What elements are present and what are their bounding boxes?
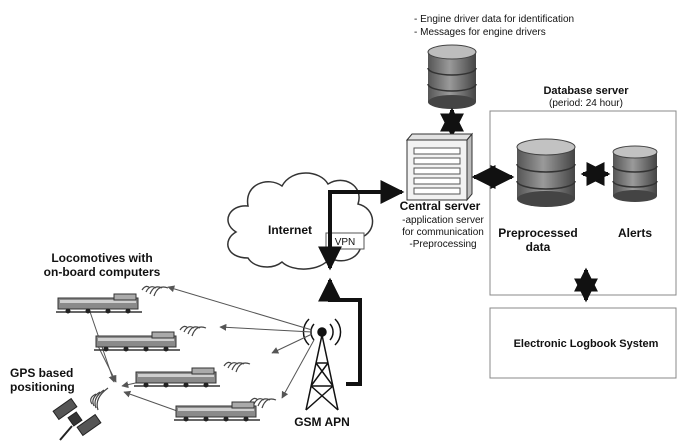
central-server-line2: for communication: [402, 227, 484, 238]
central-server-line1: -application server: [402, 215, 484, 226]
gps-label-1: GPS based: [10, 366, 73, 380]
database-server-box: [489, 110, 677, 296]
locomotives-label-1: Locomotives with: [51, 251, 152, 265]
driver-database-icon: [427, 44, 477, 109]
alerts-database-icon: [612, 145, 658, 202]
alerts-label: Alerts: [618, 226, 652, 240]
database-server-period: (period: 24 hour): [549, 98, 623, 109]
locomotive-icon-2: [94, 331, 180, 352]
locomotives-label-2: on-board computers: [44, 265, 161, 279]
locomotive-icon-4: [174, 401, 260, 422]
preprocessed-database-icon: [516, 138, 576, 207]
vpn-connection-arrow: [318, 180, 405, 271]
central-server-title: Central server: [400, 199, 481, 213]
database-server-title: Database server: [543, 85, 629, 97]
radio-links: [167, 285, 315, 399]
preprocessed-label-2: data: [526, 240, 551, 254]
central-server-icon: [405, 132, 474, 202]
top-note-2: - Messages for engine drivers: [414, 27, 546, 38]
central-server-line3: -Preprocessing: [409, 239, 476, 250]
gsm-tower-icon: [302, 318, 342, 411]
locomotive-icon-1: [56, 293, 142, 314]
logbook-label: Electronic Logbook System: [514, 338, 659, 350]
internet-label: Internet: [268, 223, 312, 237]
top-note-1: - Engine driver data for identification: [414, 14, 574, 25]
vpn-label: VPN: [335, 237, 356, 248]
preprocessed-label-1: Preprocessed: [498, 226, 577, 240]
gsm-label: GSM APN: [294, 415, 350, 429]
signal-waves: [90, 285, 277, 411]
gps-label-2: positioning: [10, 380, 75, 394]
locomotive-icon-3: [134, 367, 220, 388]
gsm-internet-arrow: [318, 277, 362, 386]
gps-satellite-icon: [52, 397, 102, 441]
logbook-box: [489, 307, 677, 379]
internet-cloud-icon: [227, 172, 374, 270]
